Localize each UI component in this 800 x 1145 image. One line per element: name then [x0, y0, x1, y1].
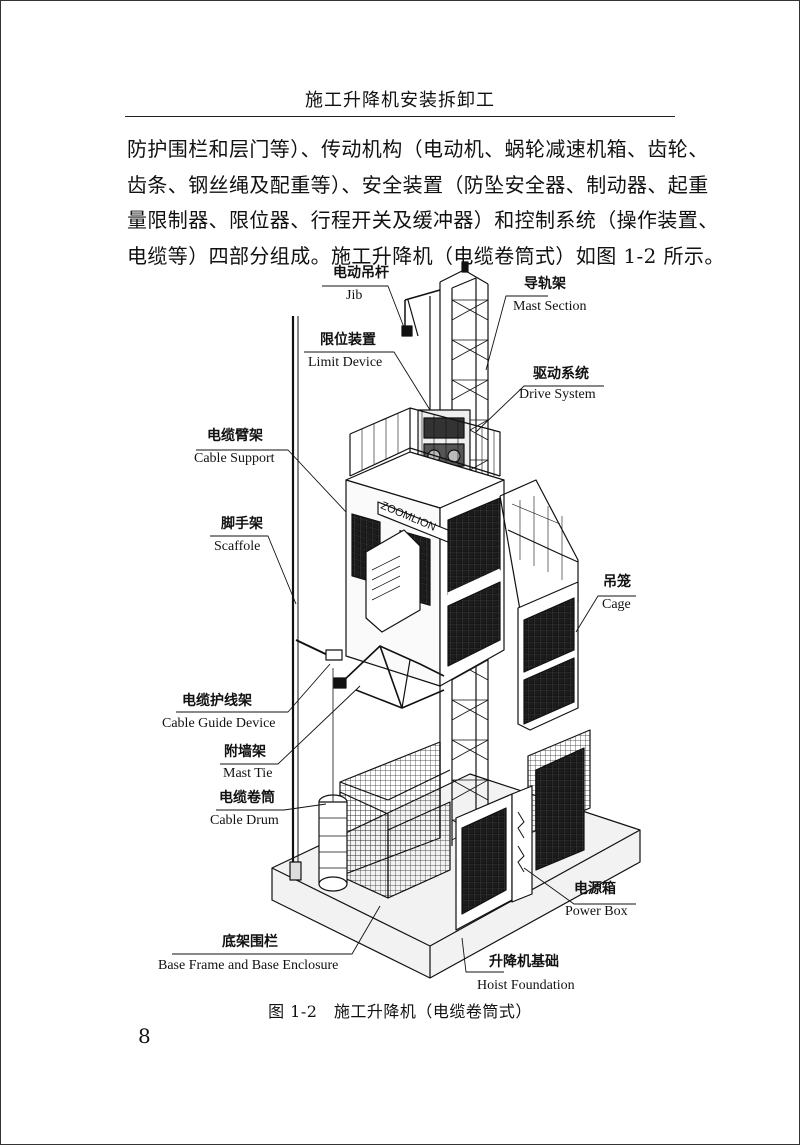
cable-guide-label-cn: 电缆护线架 — [182, 692, 252, 709]
cable-drum-label-en: Cable Drum — [210, 813, 279, 828]
right-cage-shape — [499, 479, 579, 731]
drive-system-label-en: Drive System — [519, 387, 596, 402]
running-header: 施工升降机安装拆卸工 — [305, 90, 495, 111]
power-box-label-en: Power Box — [565, 904, 628, 919]
base-frame-label-en: Base Frame and Base Enclosure — [158, 958, 338, 973]
cage-label-en: Cage — [602, 597, 631, 612]
cable-drum-label-cn: 电缆卷筒 — [219, 789, 275, 806]
cage-label-cn: 吊笼 — [603, 573, 631, 590]
jib-label-cn: 电动吊杆 — [333, 264, 389, 281]
mast-section-label-cn: 导轨架 — [524, 275, 566, 292]
body-line: 齿条、钢丝绳及配重等）、安全装置（防坠安全器、制动器、起重 — [127, 172, 709, 197]
limit-device-label-cn: 限位装置 — [320, 331, 376, 348]
page-number: 8 — [138, 1024, 151, 1048]
cable-drum-shape — [318, 668, 348, 892]
limit-device-label-en: Limit Device — [308, 355, 382, 370]
body-line: 防护围栏和层门等）、传动机构（电动机、蜗轮减速机箱、齿轮、 — [127, 137, 709, 161]
base-enclosure-shape — [339, 729, 591, 899]
cable-support-label-cn: 电缆臂架 — [207, 427, 263, 444]
foundation-label-cn: 升降机基础 — [489, 953, 559, 970]
drive-system-label-cn: 驱动系统 — [533, 365, 589, 382]
cable-support-label-en: Cable Support — [194, 451, 275, 466]
body-line: 电缆等）四部分组成。施工升降机（电缆卷筒式）如图 1-2 所示。 — [127, 243, 725, 268]
body-paragraph: 防护围栏和层门等）、传动机构（电动机、蜗轮减速机箱、齿轮、 齿条、钢丝绳及配重等… — [127, 132, 725, 274]
jib-shape — [401, 289, 441, 420]
scaffold-label-en: Scaffole — [214, 539, 260, 554]
header-rule — [125, 116, 675, 117]
body-line: 量限制器、限位器、行程开关及缓冲器）和控制系统（操作装置、 — [127, 208, 719, 232]
jib-label-en: Jib — [346, 288, 362, 303]
mast-section-label-en: Mast Section — [513, 299, 587, 314]
figure-caption: 图 1-2 施工升降机（电缆卷筒式） — [268, 1002, 532, 1021]
scaffold-label-cn: 脚手架 — [221, 515, 263, 532]
foundation-label-en: Hoist Foundation — [477, 978, 575, 993]
base-frame-label-cn: 底架围栏 — [222, 933, 278, 950]
mast-tie-shape — [333, 645, 445, 709]
mast-tie-label-en: Mast Tie — [223, 766, 272, 781]
cable-guide-label-en: Cable Guide Device — [162, 716, 276, 731]
mast-tie-label-cn: 附墙架 — [224, 743, 266, 760]
leader-lines — [172, 285, 636, 973]
power-box-label-cn: 电源箱 — [574, 880, 616, 897]
left-cage-shape — [345, 407, 505, 687]
base-gates-shape — [455, 785, 533, 931]
